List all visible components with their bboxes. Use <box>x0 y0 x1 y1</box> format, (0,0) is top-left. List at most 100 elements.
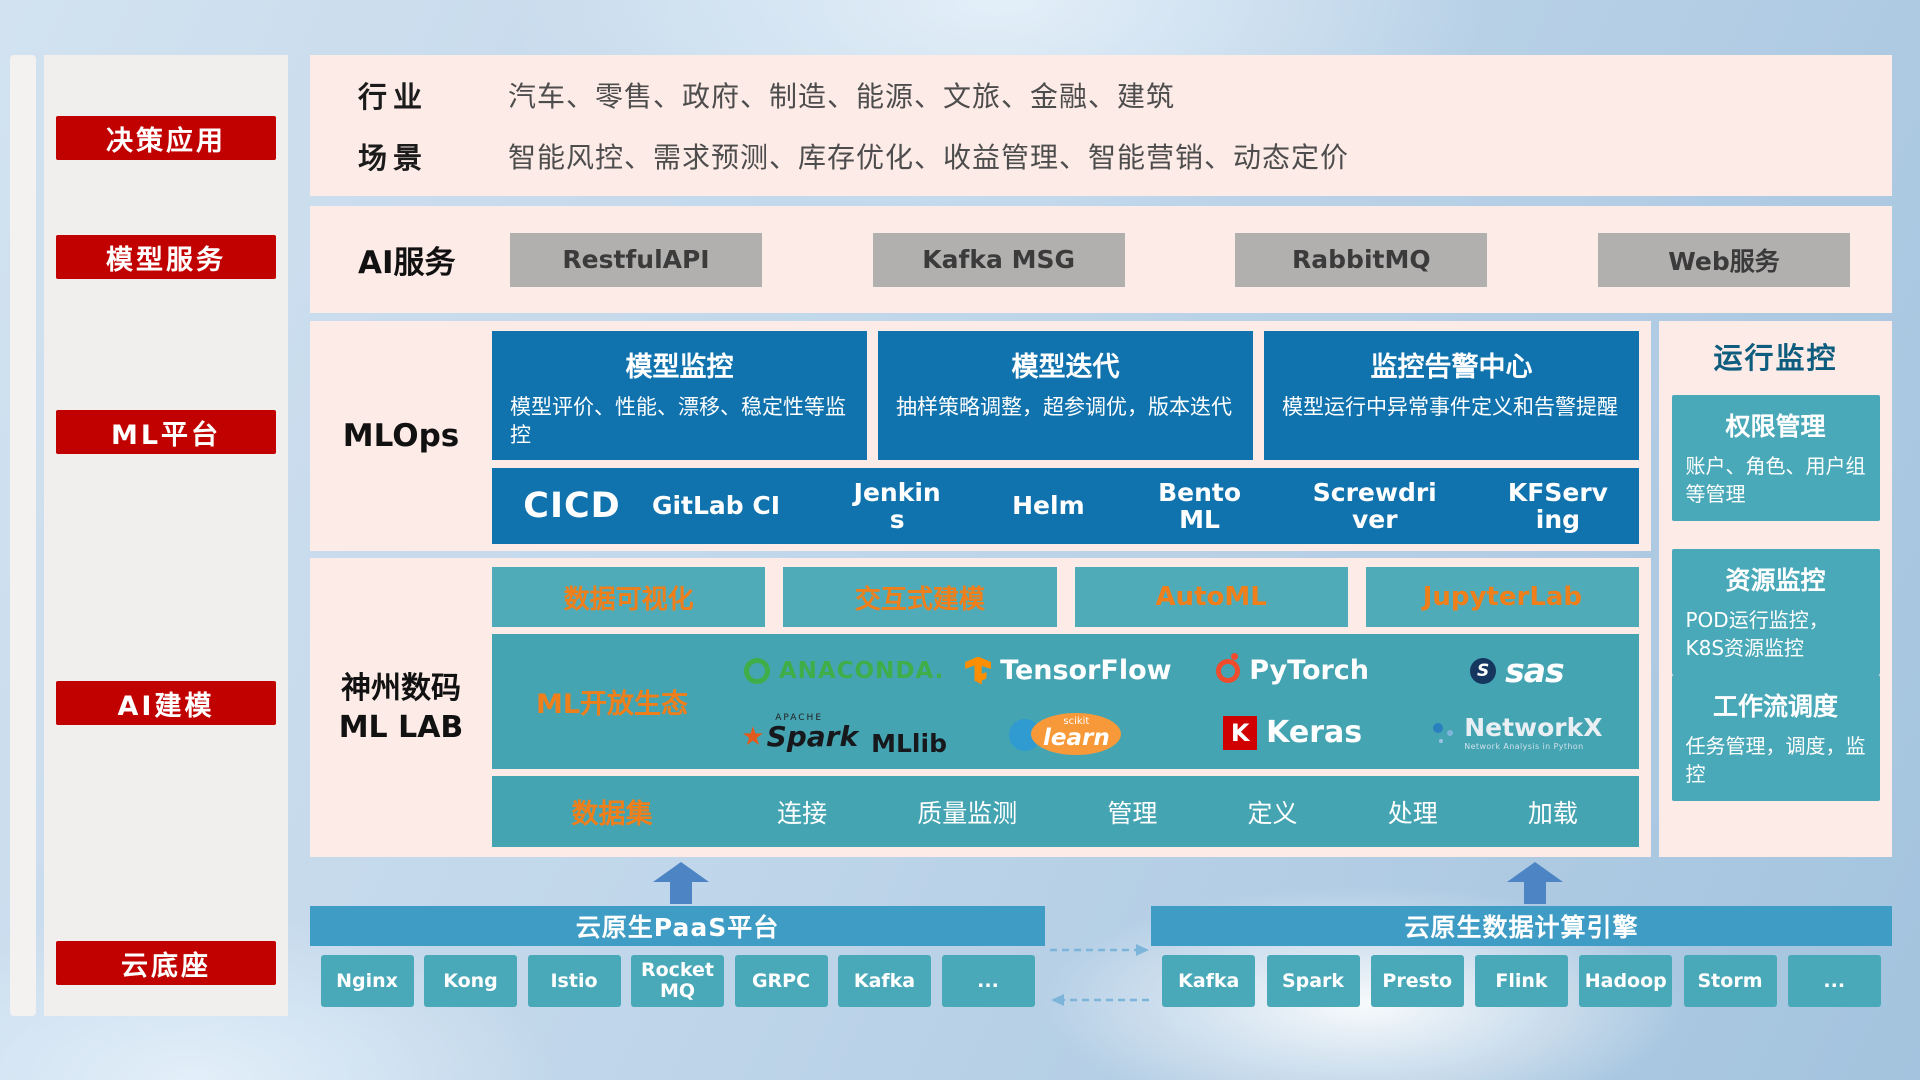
cicd-item-screwdriver: Screwdriver <box>1312 477 1437 534</box>
sidebar-item-decision-apps[interactable]: 决策应用 <box>56 116 276 160</box>
model-monitoring-card: 模型监控 模型评价、性能、漂移、稳定性等监控 <box>492 331 867 460</box>
mlops-cards: 模型监控 模型评价、性能、漂移、稳定性等监控 模型迭代 抽样策略调整，超参调优，… <box>492 331 1639 460</box>
card-title: 权限管理 <box>1725 412 1826 441</box>
dashed-exchange-arrows-icon <box>1050 944 1149 1006</box>
jupyterlab-button[interactable]: JupyterLab <box>1365 567 1639 627</box>
mlops-panel: MLOps 模型监控 模型评价、性能、漂移、稳定性等监控 模型迭代 抽样策略调整… <box>310 321 1651 551</box>
flink-button[interactable]: Flink <box>1475 955 1568 1007</box>
cicd-item-jenkins: Jenkins <box>853 477 941 534</box>
cicd-bar: CICD GitLab CI Jenkins Helm BentoML Scre… <box>492 468 1639 544</box>
spark-text: Spark <box>766 720 859 753</box>
spark-button[interactable]: Spark <box>1266 955 1360 1007</box>
kafka-button[interactable]: Kafka <box>1162 955 1256 1007</box>
mlops-content: 模型监控 模型评价、性能、漂移、稳定性等监控 模型迭代 抽样策略调整，超参调优，… <box>492 321 1651 551</box>
anaconda-logo: ANACONDA. <box>732 646 956 696</box>
mllab-label-line1: 神州数码 <box>341 670 461 706</box>
networkx-logo: NetworkX Network Analysis in Python <box>1405 708 1629 758</box>
arrow-stem <box>1524 882 1546 904</box>
industry-line: 行业 汽车、零售、政府、制造、能源、文旅、金融、建筑 <box>358 74 1892 116</box>
paas-platform-header: 云原生PaaS平台 <box>310 906 1045 946</box>
sidebar-item-cloud-base[interactable]: 云底座 <box>56 941 276 985</box>
istio-button[interactable]: Istio <box>527 955 621 1007</box>
sas-icon <box>1470 657 1497 684</box>
cicd-item-helm: Helm <box>1012 491 1085 521</box>
industry-scenario-panel: 行业 汽车、零售、政府、制造、能源、文旅、金融、建筑 场景 智能风控、需求预测、… <box>310 55 1892 196</box>
model-iteration-card: 模型迭代 抽样策略调整，超参调优，版本迭代 <box>878 331 1253 460</box>
networkx-text: NetworkX <box>1464 712 1603 742</box>
more-button[interactable]: ... <box>1787 955 1881 1007</box>
anaconda-icon <box>743 657 770 684</box>
sidebar-item-ml-platform[interactable]: ML平台 <box>56 410 276 454</box>
runtime-monitor-title: 运行监控 <box>1713 341 1838 375</box>
left-accent-strip <box>10 55 36 1016</box>
keras-logo: K Keras <box>1181 708 1405 758</box>
hadoop-button[interactable]: Hadoop <box>1579 955 1673 1007</box>
runtime-monitor-panel: 运行监控 权限管理 账户、角色、用户组等管理 资源监控 POD运行监控，K8S资… <box>1659 321 1892 857</box>
cicd-item-gitlab-ci: GitLab CI <box>651 491 781 521</box>
data-visualization-button[interactable]: 数据可视化 <box>492 567 766 627</box>
dataset-items: 连接 质量监测 管理 定义 处理 加载 <box>732 794 1639 830</box>
dataset-label: 数据集 <box>571 799 653 830</box>
grpc-button[interactable]: GRPC <box>734 955 828 1007</box>
storm-button[interactable]: Storm <box>1683 955 1777 1007</box>
cicd-item-kfserving: KFServing <box>1507 477 1608 534</box>
scenario-line: 场景 智能风控、需求预测、库存优化、收益管理、智能营销、动态定价 <box>358 135 1892 177</box>
scikit-learn-icon: scikit learn <box>1009 711 1127 755</box>
rabbitmq-button[interactable]: RabbitMQ <box>1235 232 1488 287</box>
pytorch-logo: PyTorch <box>1181 646 1405 696</box>
spark-mllib-logo: APACHE Spark MLlib <box>732 708 956 758</box>
web-service-button[interactable]: Web服务 <box>1597 232 1850 287</box>
dataset-item-load: 加载 <box>1527 798 1578 828</box>
interactive-modeling-button[interactable]: 交互式建模 <box>783 567 1057 627</box>
card-desc: 任务管理，调度，监控 <box>1685 734 1866 786</box>
presto-button[interactable]: Presto <box>1370 955 1464 1007</box>
cicd-items: GitLab CI Jenkins Helm BentoML Screwdriv… <box>646 477 1611 534</box>
spark-wordmark: APACHE Spark <box>741 714 859 753</box>
restful-api-button[interactable]: RestfulAPI <box>510 232 762 287</box>
dataset-item-define: 定义 <box>1247 798 1298 828</box>
permission-mgmt-card: 权限管理 账户、角色、用户组等管理 <box>1671 395 1880 521</box>
paas-components: Nginx Kong Istio RocketMQ GRPC Kafka ... <box>310 955 1045 1007</box>
card-desc: POD运行监控，K8S资源监控 <box>1685 608 1829 660</box>
data-engine-header: 云原生数据计算引擎 <box>1151 906 1892 946</box>
arrow-head <box>653 862 709 882</box>
scenario-label: 场景 <box>358 141 429 175</box>
rocketmq-button[interactable]: RocketMQ <box>631 955 724 1007</box>
sas-text: sas <box>1505 651 1565 690</box>
cicd-item-bentoml: BentoML <box>1158 477 1242 534</box>
scikit-orange-blob-icon: scikit learn <box>1031 712 1122 755</box>
card-title: 模型迭代 <box>1011 352 1120 383</box>
card-desc: 模型评价、性能、漂移、稳定性等监控 <box>510 395 846 448</box>
spark-main: Spark <box>741 720 859 753</box>
sidebar: 决策应用 模型服务 ML平台 AI建模 云底座 <box>44 55 288 1016</box>
arrow-head <box>1507 862 1563 882</box>
mlops-label: MLOps <box>342 418 460 454</box>
card-desc: 账户、角色、用户组等管理 <box>1685 454 1866 506</box>
scikit-learn-text: learn <box>1043 725 1110 751</box>
networkx-subtitle: Network Analysis in Python <box>1464 741 1584 751</box>
keras-text: Keras <box>1266 715 1363 750</box>
automl-button[interactable]: AutoML <box>1074 567 1348 627</box>
more-button[interactable]: ... <box>941 955 1035 1007</box>
kafka-button[interactable]: Kafka <box>838 955 931 1007</box>
ecosystem-logo-grid: ANACONDA. TensorFlow PyTorch sas <box>732 646 1639 758</box>
sidebar-item-ai-modeling[interactable]: AI建模 <box>56 681 276 725</box>
ai-service-label: AI服务 <box>358 245 456 281</box>
nginx-button[interactable]: Nginx <box>320 955 414 1007</box>
mllib-text: MLlib <box>871 728 947 758</box>
kong-button[interactable]: Kong <box>424 955 517 1007</box>
alert-center-card: 监控告警中心 模型运行中异常事件定义和告警提醒 <box>1264 331 1639 460</box>
dataset-item-manage: 管理 <box>1107 798 1158 828</box>
arrow-up-icon <box>653 862 709 904</box>
ai-service-buttons: RestfulAPI Kafka MSG RabbitMQ Web服务 <box>510 232 1850 287</box>
industry-list: 汽车、零售、政府、制造、能源、文旅、金融、建筑 <box>508 80 1176 113</box>
kafka-msg-button[interactable]: Kafka MSG <box>872 232 1125 287</box>
pytorch-text: PyTorch <box>1249 655 1370 686</box>
sidebar-item-model-service[interactable]: 模型服务 <box>56 235 276 279</box>
networkx-textblock: NetworkX Network Analysis in Python <box>1464 715 1602 751</box>
resource-monitor-card: 资源监控 POD运行监控，K8S资源监控 <box>1671 549 1880 675</box>
anaconda-text: ANACONDA. <box>778 657 945 684</box>
keras-icon: K <box>1223 715 1258 750</box>
card-title: 监控告警中心 <box>1370 352 1533 383</box>
